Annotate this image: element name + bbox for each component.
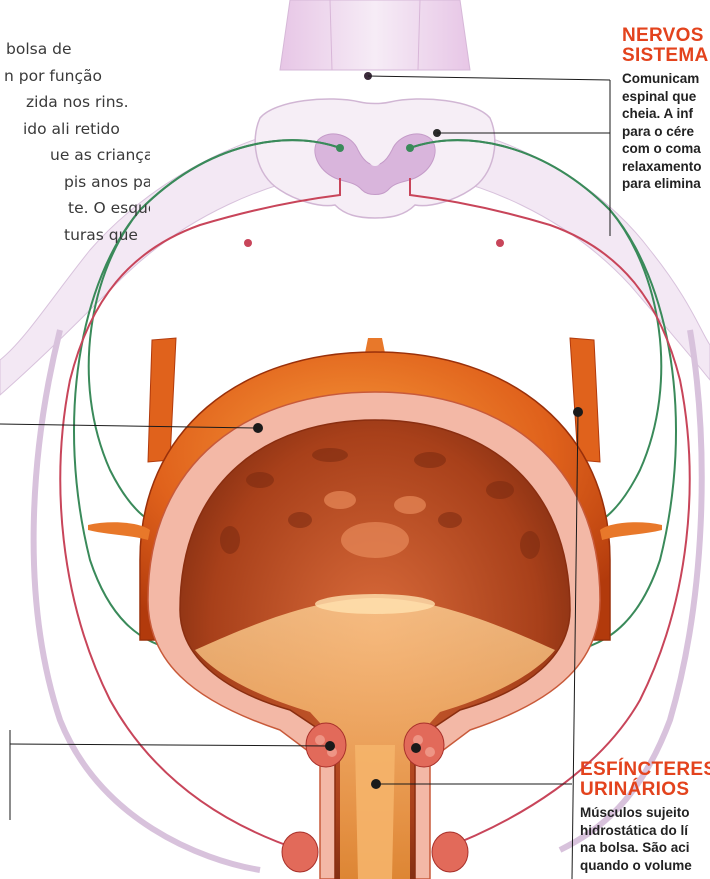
- nerves-body-line: Comunicam: [622, 70, 702, 88]
- nerves-title-line: SISTEMA: [622, 46, 710, 66]
- sphincters-body-line: na bolsa. São aci: [580, 839, 692, 857]
- sphincters-body-line: hidrostática do lí: [580, 822, 692, 840]
- intro-line: turas que: [0, 222, 150, 249]
- intro-paragraph: bolsa de n por função zida nos rins. ido…: [0, 36, 150, 248]
- nerves-body-line: espinal que: [622, 88, 702, 106]
- nerves-body-line: relaxamento: [622, 158, 702, 176]
- intro-line: pis anos para: [0, 169, 150, 196]
- nerves-callout-title: NERVOS D SISTEMA: [622, 26, 710, 66]
- intro-line: zida nos rins.: [0, 89, 150, 116]
- sphincters-title-line: ESFÍNCTERES: [580, 760, 710, 780]
- nerves-callout-body: Comunicam espinal que cheia. A inf para …: [622, 70, 702, 193]
- intro-line: ue as crianças: [0, 142, 150, 169]
- sphincters-callout-body: Músculos sujeito hidrostática do lí na b…: [580, 804, 692, 874]
- intro-line: n por função: [0, 63, 150, 90]
- intro-line: te. O esquema: [0, 195, 150, 222]
- nerves-title-line: NERVOS D: [622, 26, 710, 46]
- nerves-body-line: cheia. A inf: [622, 105, 702, 123]
- sphincters-body-line: Músculos sujeito: [580, 804, 692, 822]
- sphincters-callout-title: ESFÍNCTERES URINÁRIOS: [580, 760, 710, 800]
- sphincters-title-line: URINÁRIOS: [580, 780, 710, 800]
- nerves-body-line: com o coma: [622, 140, 702, 158]
- intro-line: bolsa de: [0, 36, 150, 63]
- nerves-body-line: para elimina: [622, 175, 702, 193]
- nerves-body-line: para o cére: [622, 123, 702, 141]
- intro-line: ido ali retido: [0, 116, 150, 143]
- sphincters-body-line: quando o volume: [580, 857, 692, 875]
